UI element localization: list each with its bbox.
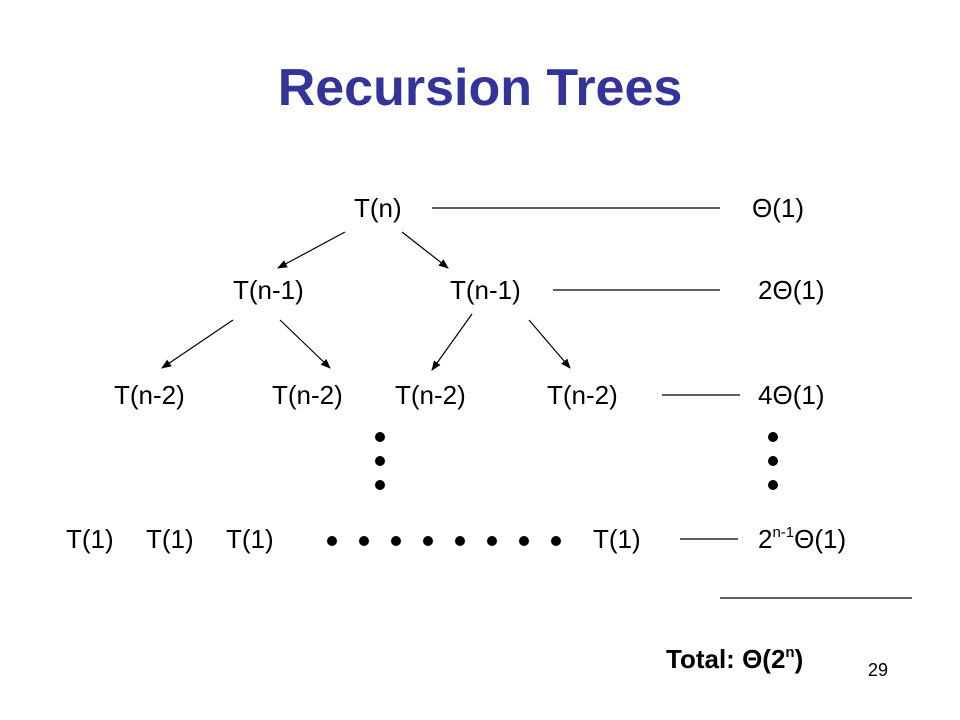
vertical-ellipsis-dot <box>375 432 385 442</box>
horizontal-ellipsis-dot <box>455 536 465 546</box>
slide-title: Recursion Trees <box>277 59 683 117</box>
level-cost: Θ(1) <box>752 193 805 223</box>
tree-leaf: T(1) <box>66 524 114 554</box>
total-cost: Total: Θ(2n) <box>666 644 804 674</box>
vertical-ellipsis-dot <box>768 432 778 442</box>
vertical-ellipsis-dot <box>768 456 778 466</box>
horizontal-ellipsis-dot <box>487 536 497 546</box>
tree-leaf: T(1) <box>146 524 194 554</box>
horizontal-ellipsis-dot <box>423 536 433 546</box>
tree-node-level1: T(n-1) <box>450 275 521 305</box>
edge-l1b-left <box>431 313 473 371</box>
tree-node-level2: T(n-2) <box>547 380 618 410</box>
edge-root-left <box>277 231 346 269</box>
level-cost: 2Θ(1) <box>758 275 825 305</box>
tree-node-level2: T(n-2) <box>272 380 343 410</box>
vertical-ellipsis-dot <box>768 480 778 490</box>
level-cost: 2n-1Θ(1) <box>758 524 847 554</box>
horizontal-ellipsis-dot <box>359 536 369 546</box>
vertical-ellipsis-dot <box>375 480 385 490</box>
tree-node-level2: T(n-2) <box>395 380 466 410</box>
edge-l1a-right <box>279 319 331 369</box>
page-number: 29 <box>868 660 889 680</box>
horizontal-ellipsis-dot <box>519 536 529 546</box>
vertical-ellipsis-dot <box>375 456 385 466</box>
tree-node-root: T(n) <box>354 193 402 223</box>
horizontal-ellipsis-dot <box>391 536 401 546</box>
edge-l1a-left <box>161 319 234 369</box>
tree-node-level2: T(n-2) <box>114 380 185 410</box>
horizontal-ellipsis-dot <box>327 536 337 546</box>
tree-leaf: T(1) <box>226 524 274 554</box>
tree-leaf: T(1) <box>593 524 641 554</box>
edge-l1b-right <box>528 319 571 369</box>
tree-node-level1: T(n-1) <box>233 275 304 305</box>
level-cost: 4Θ(1) <box>758 380 825 410</box>
horizontal-ellipsis-dot <box>551 536 561 546</box>
edge-root-right <box>401 231 449 269</box>
